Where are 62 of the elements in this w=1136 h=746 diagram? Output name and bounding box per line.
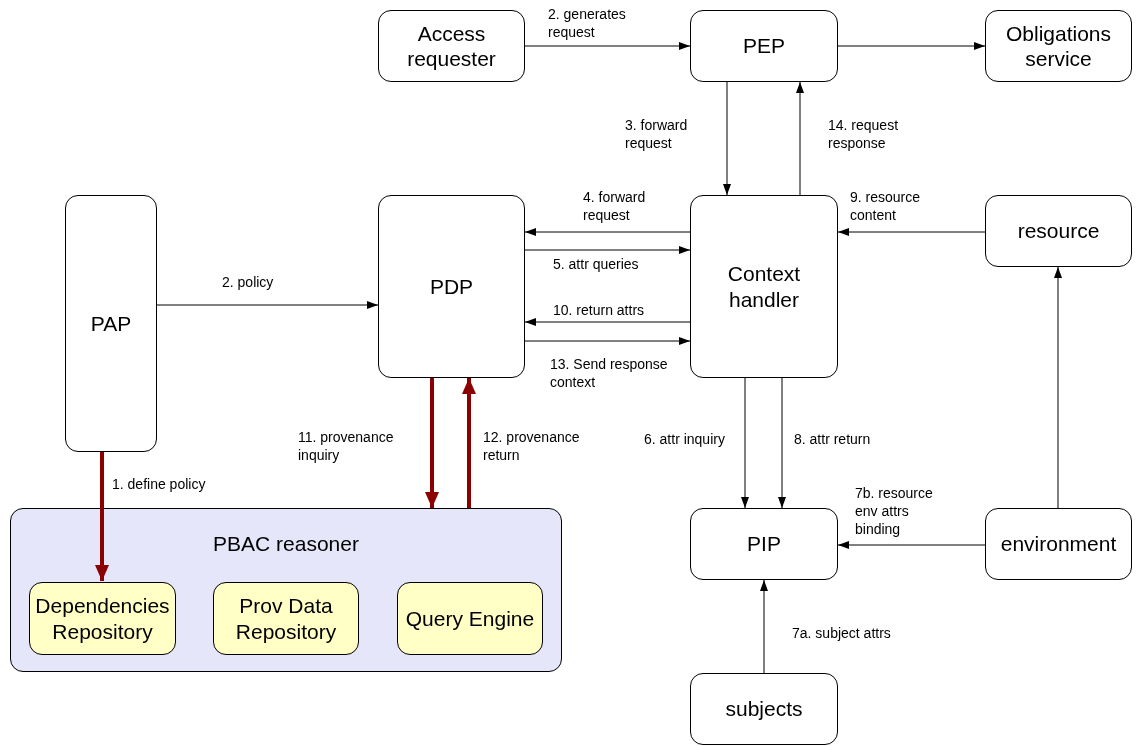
node-label: PDP [429, 273, 474, 300]
arrow [462, 378, 476, 508]
edge-label: 3. forward request [625, 116, 689, 153]
node-label: Prov Data Repository [234, 593, 338, 644]
edge-label: 9. resource content [850, 188, 922, 225]
arrow [796, 81, 804, 196]
node-label: resource [1017, 218, 1100, 244]
process-box [690, 673, 838, 745]
arrow [425, 378, 439, 508]
process-box [378, 195, 525, 378]
edge-label: 8. attr return [794, 430, 872, 449]
arrow [741, 377, 749, 509]
process-box [985, 508, 1132, 580]
edge-label: 14. request response [828, 116, 900, 153]
process-box [690, 508, 838, 580]
arrow [524, 228, 691, 236]
node-label: PEP [743, 33, 785, 59]
edge-label: 13. Send response context [550, 355, 669, 392]
edge-label: 7b. resource env attrs binding [855, 484, 934, 539]
arrow [760, 579, 768, 674]
edge-label: 1. define policy [112, 475, 207, 494]
arrow [95, 452, 109, 581]
process-box [985, 195, 1132, 267]
node-label: Context handler [726, 261, 802, 312]
arrow [524, 42, 691, 50]
node-label: environment [1000, 531, 1117, 557]
arrow [524, 246, 691, 254]
edge-label: 7a. subject attrs [792, 624, 892, 643]
arrow [156, 301, 379, 309]
node-label: PAP [90, 310, 132, 337]
node-label: Dependencies Repository [34, 593, 171, 644]
arrow [723, 81, 731, 196]
node-label: Query Engine [405, 605, 535, 632]
edge-label: 5. attr queries [553, 255, 640, 274]
process-box [378, 10, 525, 82]
arrow [837, 228, 986, 236]
process-box [397, 582, 543, 655]
edge-label: 10. return attrs [553, 301, 646, 320]
node-label: Access requester [406, 20, 497, 72]
edge-label: 12. provenance return [483, 428, 581, 465]
arrow [837, 541, 986, 549]
node-label: PIP [747, 531, 781, 557]
arrow [524, 318, 691, 326]
edge-label: 6. attr inquiry [644, 430, 726, 449]
arrow [524, 337, 691, 345]
node-label: Obligations service [1004, 20, 1113, 72]
arrow [837, 42, 986, 50]
group-box [10, 508, 562, 672]
process-box [690, 195, 838, 378]
edge-label: 2. policy [222, 273, 275, 292]
process-box [65, 195, 157, 452]
node-label: PBAC reasoner [213, 531, 359, 557]
edge-label: 4. forward request [583, 188, 647, 225]
process-box [690, 10, 838, 82]
arrow [1054, 266, 1062, 509]
edge-label: 2. generates request [548, 5, 627, 42]
node-label: subjects [725, 696, 803, 722]
process-box [29, 582, 176, 655]
process-box [213, 582, 359, 655]
arrow [778, 377, 786, 509]
process-box [985, 10, 1132, 82]
edge-label: 11. provenance inquiry [298, 428, 395, 465]
